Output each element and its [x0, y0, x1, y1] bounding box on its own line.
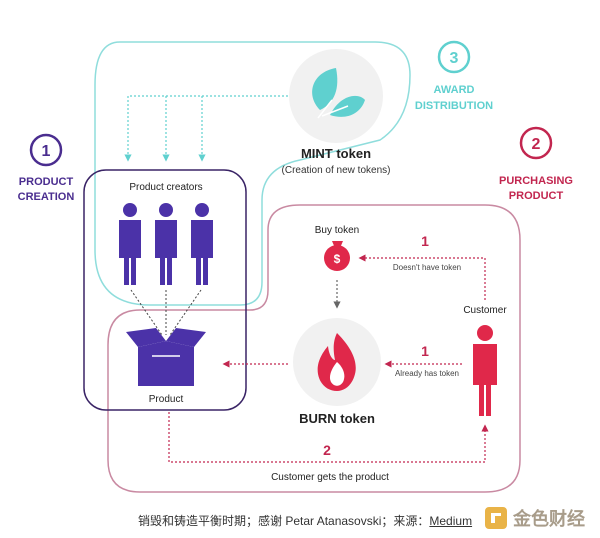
mint-subtitle: (Creation of new tokens): [282, 165, 391, 176]
logo-text: 金色财经: [513, 509, 585, 530]
step-3-number: 3: [450, 50, 459, 67]
step-1-label-1: PRODUCT: [19, 176, 74, 188]
already-has-number: 1: [421, 343, 429, 359]
money-bag-icon: $: [324, 241, 350, 271]
caption-source-link[interactable]: Medium: [429, 514, 473, 528]
already-has-label: Already has token: [395, 369, 459, 378]
burn-title: BURN token: [299, 411, 375, 426]
product-label: Product: [149, 394, 184, 405]
creator-to-product-line: [169, 289, 202, 336]
step-2-number: 2: [532, 136, 541, 153]
caption-text: 销毁和铸造平衡时期；感谢 Petar Atanasovski；来源：: [138, 514, 430, 528]
step-1-number: 1: [42, 143, 51, 160]
svg-text:$: $: [334, 252, 341, 266]
step-3-label-1: AWARD: [434, 84, 475, 96]
step-2-circle: [519, 126, 553, 160]
creator-figure-icon: [119, 203, 141, 285]
watermark-logo: 金色财经: [484, 505, 585, 531]
flame-icon: [317, 333, 356, 391]
step-3-label-2: DISTRIBUTION: [415, 100, 493, 112]
product-creators-label: Product creators: [129, 182, 202, 193]
step-1-circle: [29, 133, 63, 167]
gets-product-number: 2: [323, 442, 331, 458]
buy-token-label: Buy token: [315, 225, 359, 236]
step-1-label-2: CREATION: [18, 191, 75, 203]
customer-figure-icon: [473, 325, 497, 416]
gets-product-label: Customer gets the product: [271, 472, 389, 483]
box-icon: [126, 328, 206, 386]
creator-to-product-line: [130, 289, 163, 336]
leaf-icon: [312, 68, 365, 119]
award-loop-border: [94, 41, 411, 306]
step-3-circle: [437, 40, 471, 74]
creator-figure-icon: [191, 203, 213, 285]
caption: 销毁和铸造平衡时期；感谢 Petar Atanasovski；来源：Medium: [138, 512, 472, 529]
customer-label: Customer: [463, 305, 507, 316]
doesnt-have-token-arrow: [358, 254, 486, 300]
logo-icon: [485, 507, 507, 529]
creator-figure-icon: [155, 203, 177, 285]
gets-product-arrow: [168, 412, 489, 463]
step-2-label-1: PURCHASING: [499, 175, 573, 187]
purchase-loop-border: [107, 204, 521, 493]
step-2-label-2: PRODUCT: [509, 190, 564, 202]
doesnt-have-number: 1: [421, 233, 429, 249]
doesnt-have-label: Doesn't have token: [393, 263, 461, 272]
product-creation-box: [83, 169, 247, 411]
mint-node-circle: [289, 49, 383, 143]
mint-title: MINT token: [301, 146, 371, 161]
